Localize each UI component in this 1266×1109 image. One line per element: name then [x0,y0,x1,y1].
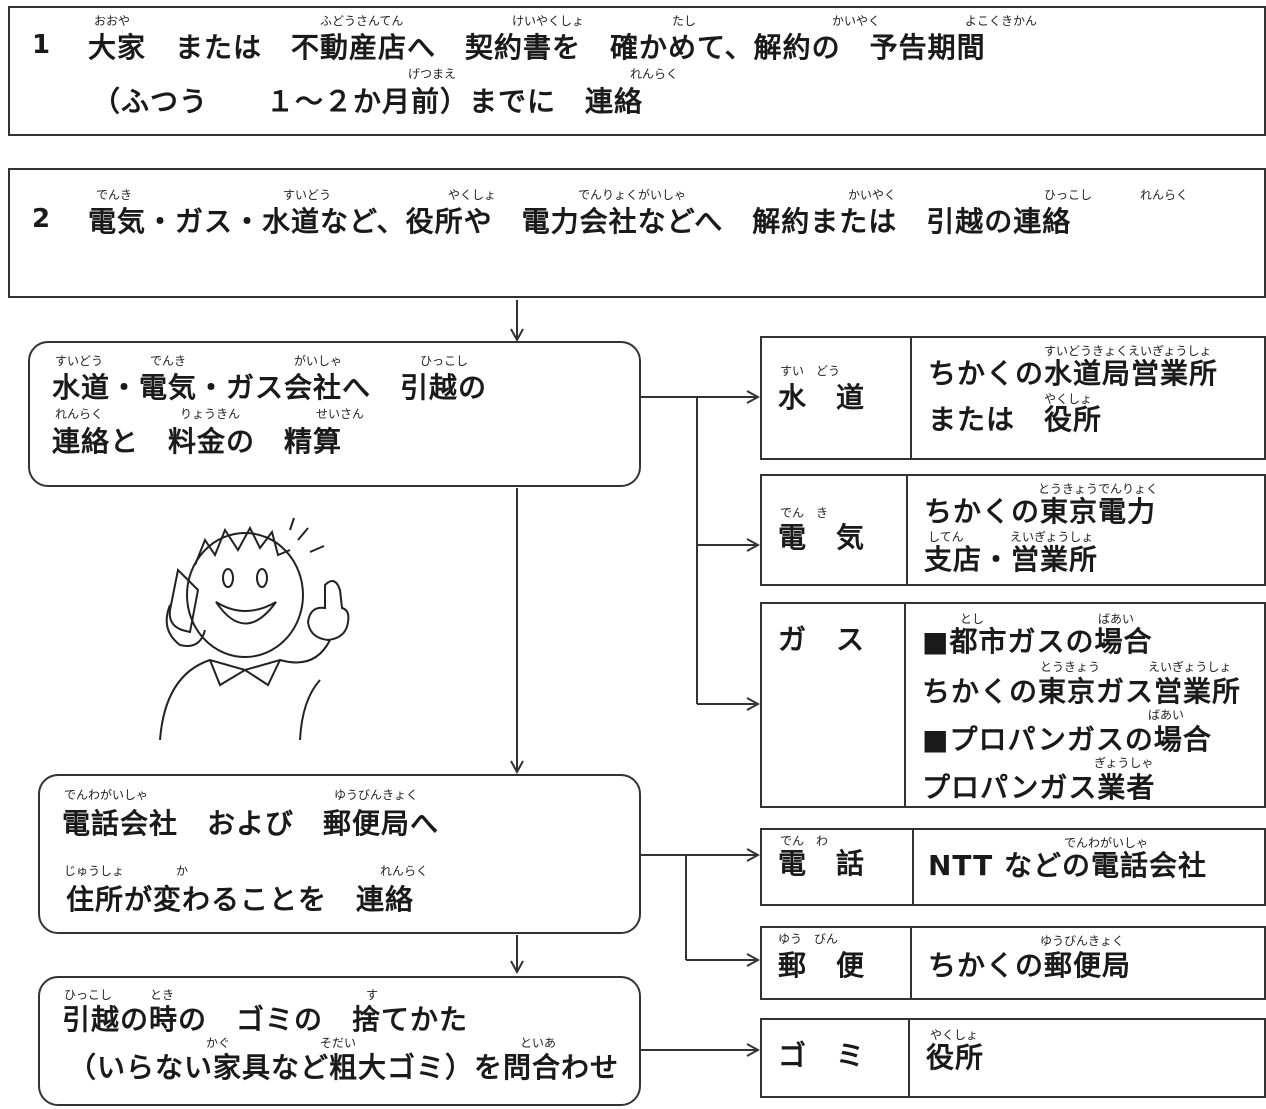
target-electric-ruby-2: してん [928,530,964,544]
step1-ruby-3: けいやくしょ [512,14,585,28]
garbage-box [38,976,641,1106]
target-gas-ruby-2: ばあい [1098,612,1135,626]
target-gas-line1: ■都市ガスの場合 [922,625,1153,658]
utilities-box [28,341,641,487]
phone-post-line2: 住所が変わることを 連絡 [66,883,415,916]
step2-ruby-7: れんらく [1140,188,1189,202]
target-gas-box [760,602,1266,808]
utilities-ruby-7: せいさん [316,407,365,421]
target-gas-ruby-5: ばあい [1148,708,1185,722]
target-water-line2: または 役所 [928,403,1103,436]
step2-box [8,168,1266,298]
garbage-line2: （いらない家具など粗大ゴミ）を問合わせ [68,1051,620,1084]
phone-post-ruby-2: ゆうびんきょく [334,788,419,802]
target-post-ruby-1: ゆうびんきょく [1040,934,1125,948]
utilities-line1: 水道・電気・ガス会社へ 引越の [52,371,488,404]
garbage-ruby-2: とき [150,988,175,1002]
target-electric-ruby-1: とうきょうでんりょく [1038,482,1159,496]
garbage-line1: 引越の時の ゴミの 捨てかた [62,1003,469,1036]
step2-ruby-6: ひっこし [1044,188,1093,202]
step1-ruby-4: たし [672,14,697,28]
target-water-label-ruby: すい どう [780,364,841,378]
garbage-ruby-1: ひっこし [64,988,113,1002]
step1-ruby-8: れんらく [630,67,679,81]
target-gas-line4: プロパンガス業者 [922,771,1156,804]
target-water-ruby-2: やくしょ [1044,392,1093,406]
phone-post-line1: 電話会社 および 郵便局へ [62,807,440,840]
target-electric-line1: ちかくの東京電力 [924,495,1157,528]
target-post-line1: ちかくの郵便局 [928,949,1132,982]
utilities-ruby-3: がいしゃ [294,354,343,368]
target-water-ruby-1: すいどうきょくえいぎょうしょ [1044,344,1212,358]
utilities-ruby-2: でんき [150,354,187,368]
step2-number: 2 [32,204,51,234]
step1-ruby-7: げつまえ [408,67,457,81]
target-garbage-box [760,1018,1266,1098]
target-post-box [760,926,1266,1000]
step1-line2: （ふつう １～２か月前）までに 連絡 [92,85,644,118]
step2-ruby-4: でんりょくがいしゃ [578,188,687,202]
utilities-line2: 連絡と 料金の 精算 [52,425,343,458]
step1-line1: 大家 または 不動産店へ 契約書を 確かめて、解約の 予告期間 [88,31,986,64]
target-gas-ruby-6: ぎょうしゃ [1094,756,1154,770]
phone-post-ruby-1: でんわがいしゃ [64,788,149,802]
target-phone-line1: NTT などの電話会社 [928,849,1208,882]
target-phone-label-ruby: でん わ [780,834,829,848]
step1-ruby-5: かいやく [832,14,881,28]
phone-post-ruby-3: じゅうしょ [64,864,125,878]
person-on-phone-illustration [159,517,350,740]
step2-ruby-1: でんき [96,188,133,202]
utilities-ruby-5: れんらく [55,407,104,421]
phone-post-ruby-5: れんらく [380,864,429,878]
garbage-ruby-4: かぐ [206,1036,231,1050]
target-phone-ruby-1: でんわがいしゃ [1064,836,1149,850]
step1-number: 1 [32,30,51,60]
step2-ruby-3: やくしょ [448,188,497,202]
target-water-line1: ちかくの水道局営業所 [928,357,1219,390]
garbage-ruby-3: す [366,988,379,1002]
target-garbage-label: ゴ ミ [778,1039,866,1072]
target-electric-line2: 支店・営業所 [924,543,1099,576]
garbage-ruby-5: そだい [320,1036,357,1050]
target-gas-label: ガ ス [778,623,866,656]
step2-line1: 電気・ガス・水道など、役所や 電力会社などへ 解約または 引越の連絡 [88,205,1072,238]
target-water-box [760,336,1266,460]
target-gas-ruby-3: とうきょう [1040,660,1101,674]
step1-ruby-2: ふどうさんてん [320,14,404,28]
step2-ruby-2: すいどう [283,188,332,202]
target-electric-box [760,474,1266,586]
target-garbage-ruby-1: やくしょ [930,1028,979,1042]
target-gas-line2: ちかくの東京ガス営業所 [922,675,1242,708]
target-electric-label: 電 気 [778,521,866,554]
target-garbage-line1: 役所 [926,1041,985,1074]
target-gas-ruby-1: とし [960,612,985,626]
target-electric-label-ruby: でん き [780,506,829,520]
target-electric-ruby-3: えいぎょうしょ [1010,530,1094,544]
target-water-label: 水 道 [778,381,866,414]
utilities-ruby-4: ひっこし [420,354,469,368]
utilities-ruby-1: すいどう [55,354,104,368]
target-post-label: 郵 便 [778,949,866,982]
target-phone-box [760,828,1266,906]
step1-ruby-6: よこくきかん [965,14,1038,28]
step1-box [8,6,1266,136]
target-gas-line3: ■プロパンガスの場合 [922,723,1212,756]
target-phone-label: 電 話 [778,847,866,880]
target-gas-ruby-4: えいぎょうしょ [1148,660,1232,674]
step2-ruby-5: かいやく [848,188,897,202]
target-post-label-ruby: ゆう びん [778,932,839,946]
garbage-ruby-6: といあ [520,1036,557,1050]
phone-post-ruby-4: か [176,864,189,878]
step1-ruby-1: おおや [94,14,131,28]
utilities-ruby-6: りょうきん [180,407,241,421]
phone-post-box [38,774,641,934]
